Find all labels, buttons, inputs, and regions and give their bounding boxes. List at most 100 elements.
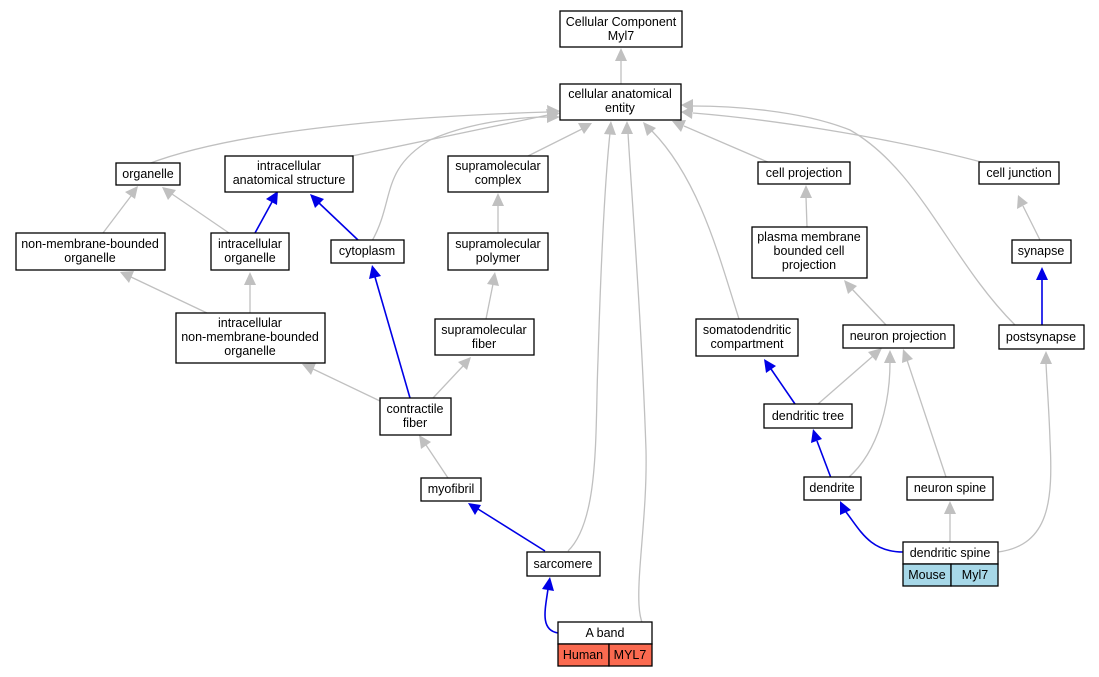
species-tag-label: Mouse — [908, 568, 946, 582]
node-supramolecular-complex[interactable]: supramolecular complex — [447, 155, 549, 193]
node-box — [175, 312, 326, 364]
node-non-membrane-bounded-organelle[interactable]: non-membrane-bounded organelle — [15, 232, 166, 271]
node-box — [695, 318, 799, 357]
node-sarcomere[interactable]: sarcomere — [526, 551, 601, 577]
node-box — [906, 476, 994, 501]
node-box — [526, 551, 601, 577]
arrowhead — [302, 363, 316, 375]
node-cell-junction[interactable]: cell junction — [978, 161, 1060, 185]
gene-tag-human — [608, 643, 653, 667]
node-label: dendritic tree — [772, 409, 844, 423]
arrowhead — [244, 272, 256, 285]
node-intracellular-non-membrane-bounded-organelle[interactable]: intracellular non-membrane-bounded organ… — [175, 312, 326, 364]
node-label: neuron projection — [850, 329, 947, 343]
node-dendrite[interactable]: dendrite — [803, 476, 862, 501]
node-neuron-projection[interactable]: neuron projection — [842, 324, 955, 349]
edge-smf-smp — [485, 283, 494, 320]
node-myofibril[interactable]: myofibril — [420, 477, 482, 502]
node-intracellular-anatomical-structure[interactable]: intracellular anatomical structure — [224, 155, 354, 193]
node-label: supramolecular — [455, 159, 540, 173]
node-label: non-membrane-bounded — [181, 330, 319, 344]
arrowhead — [120, 271, 134, 283]
node-organelle[interactable]: organelle — [115, 162, 181, 186]
node-box — [447, 232, 549, 271]
arrowhead — [621, 121, 633, 134]
node-label: bounded cell — [774, 244, 845, 258]
node-box — [998, 324, 1085, 350]
edge-cf-smf — [432, 365, 464, 399]
node-box — [434, 318, 535, 356]
arrowhead — [369, 265, 381, 279]
node-box — [379, 397, 452, 436]
node-box — [115, 162, 181, 186]
edge-aband-cae — [627, 132, 653, 635]
arrowhead — [840, 501, 851, 515]
node-label: intracellular — [218, 316, 282, 330]
arrowhead — [125, 186, 138, 199]
edge-cf-cyto — [374, 276, 411, 399]
node-label: Myl7 — [608, 29, 634, 43]
node-label: fiber — [403, 416, 427, 430]
node-label: organelle — [64, 251, 115, 265]
node-label: synapse — [1018, 244, 1065, 258]
node-supramolecular-polymer[interactable]: supramolecular polymer — [447, 232, 549, 271]
node-label: cellular anatomical — [568, 87, 672, 101]
arrowhead — [1036, 267, 1048, 280]
node-label: plasma membrane — [757, 230, 861, 244]
edge-cyto-ias — [318, 202, 359, 241]
node-box — [559, 10, 683, 48]
node-plasma-membrane-bounded-cell-projection[interactable]: plasma membrane bounded cell projection — [751, 226, 868, 279]
arrowhead — [542, 577, 554, 591]
arrowhead — [419, 435, 431, 449]
node-dendritic-spine[interactable]: dendritic spine Mouse Myl7 — [902, 541, 999, 587]
node-label: organelle — [122, 167, 173, 181]
edge-dendrite-neuronproj — [847, 361, 891, 479]
arrowhead — [1040, 351, 1052, 364]
arrowhead — [944, 501, 956, 514]
node-label: intracellular — [218, 237, 282, 251]
edge-aband-sarcomere — [544, 588, 559, 634]
node-postsynapse[interactable]: postsynapse — [998, 324, 1085, 350]
arrowhead — [811, 429, 822, 443]
node-supramolecular-fiber[interactable]: supramolecular fiber — [434, 318, 535, 356]
arrowhead — [547, 111, 560, 123]
node-label: supramolecular — [441, 323, 526, 337]
node-cell-projection[interactable]: cell projection — [757, 161, 851, 185]
edges — [102, 48, 1052, 635]
edge-io-ias — [254, 201, 273, 234]
edge-nmbo-organelle — [102, 195, 132, 234]
arrowhead — [458, 357, 471, 370]
node-label: compartment — [711, 337, 784, 351]
node-box — [803, 476, 862, 501]
node-box — [420, 477, 482, 502]
node-cytoplasm[interactable]: cytoplasm — [330, 239, 405, 264]
edge-dtree-neuronproj — [817, 355, 874, 405]
node-intracellular-organelle[interactable]: intracellular organelle — [210, 232, 290, 271]
edge-cyto-cae — [371, 116, 549, 242]
edge-io-organelle — [171, 193, 230, 234]
edge-organelle-cae — [147, 111, 549, 165]
node-dendritic-tree[interactable]: dendritic tree — [763, 403, 853, 429]
node-somatodendritic-compartment[interactable]: somatodendritic compartment — [695, 318, 799, 357]
node-label: cell projection — [766, 166, 842, 180]
edge-dendrite-dtree — [816, 440, 832, 479]
gene-tag-label: MYL7 — [614, 648, 647, 662]
node-synapse[interactable]: synapse — [1011, 239, 1072, 264]
node-label: Cellular Component — [566, 15, 677, 29]
node-box — [447, 155, 549, 193]
node-contractile-fiber[interactable]: contractile fiber — [379, 397, 452, 436]
arrowhead — [800, 185, 812, 198]
node-a-band[interactable]: A band Human MYL7 — [557, 621, 653, 667]
node-cellular-component[interactable]: Cellular Component Myl7 — [559, 10, 683, 48]
arrowhead — [672, 120, 686, 132]
node-neuron-spine[interactable]: neuron spine — [906, 476, 994, 501]
edge-pmbcp-cellproj — [805, 196, 808, 228]
node-box — [330, 239, 405, 264]
edge-myofibril-cf — [425, 444, 449, 479]
node-label: polymer — [476, 251, 520, 265]
node-cellular-anatomical-entity[interactable]: cellular anatomical entity — [559, 83, 682, 121]
arrowhead — [902, 349, 913, 363]
node-label: cell junction — [986, 166, 1051, 180]
node-label: entity — [605, 101, 636, 115]
edge-postsyn-cae — [692, 105, 1016, 326]
